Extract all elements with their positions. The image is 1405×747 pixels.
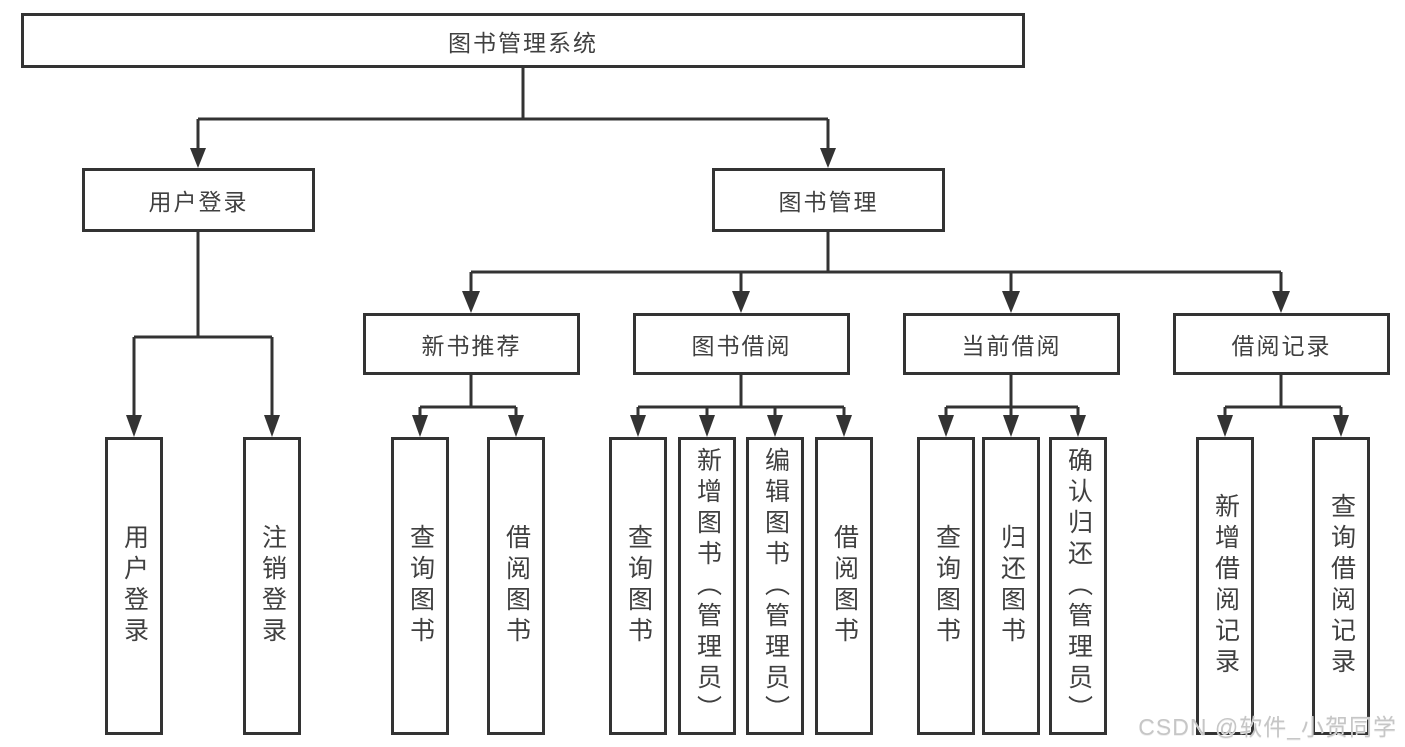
leaf-borrow-books: 借阅图书 <box>815 437 873 735</box>
node-new-book-recommendation: 新书推荐 <box>363 313 580 375</box>
node-label: 确认归还（管理员） <box>1064 446 1093 726</box>
leaf-return-books: 归还图书 <box>982 437 1040 735</box>
arrowhead <box>836 415 852 437</box>
arrowhead <box>1333 415 1349 437</box>
arrowhead <box>820 148 836 168</box>
node-book-borrowing: 图书借阅 <box>633 313 850 375</box>
node-label: 当前借阅 <box>961 333 1062 359</box>
leaf-logout: 注销登录 <box>243 437 301 735</box>
leaf-edit-books-admin: 编辑图书（管理员） <box>746 437 804 735</box>
arrowhead <box>699 415 715 437</box>
csdn-watermark: CSDN @软件_小贺同学 <box>1138 714 1397 740</box>
arrowhead <box>1272 291 1290 313</box>
node-current-borrowing: 当前借阅 <box>903 313 1120 375</box>
arrowhead <box>126 415 142 437</box>
arrowhead <box>264 415 280 437</box>
leaf-borrow-books: 借阅图书 <box>487 437 545 735</box>
leaf-query-books: 查询图书 <box>391 437 449 735</box>
node-label: 用户登录 <box>148 189 249 215</box>
arrowhead <box>190 148 206 168</box>
arrowhead <box>630 415 646 437</box>
arrowhead <box>508 415 524 437</box>
node-label: 查询借阅记录 <box>1327 493 1356 679</box>
arrowhead <box>1002 291 1020 313</box>
node-label: 图书管理 <box>778 189 879 215</box>
node-label: 图书管理系统 <box>448 29 598 56</box>
node-label: 查询图书 <box>406 524 435 648</box>
leaf-user-login: 用户登录 <box>105 437 163 735</box>
arrowhead <box>1070 415 1086 437</box>
arrowhead <box>938 415 954 437</box>
node-library-management-system: 图书管理系统 <box>21 13 1025 68</box>
leaf-add-books-admin: 新增图书（管理员） <box>678 437 736 735</box>
node-label: 图书借阅 <box>691 333 792 359</box>
node-label: 注销登录 <box>258 524 287 648</box>
node-label: 编辑图书（管理员） <box>761 446 790 726</box>
node-label: 借阅图书 <box>830 524 859 648</box>
leaf-confirm-return-admin: 确认归还（管理员） <box>1049 437 1107 735</box>
leaf-add-borrow-record: 新增借阅记录 <box>1196 437 1254 735</box>
node-label: 借阅图书 <box>502 524 531 648</box>
node-book-management-branch: 图书管理 <box>712 168 945 232</box>
leaf-query-borrow-record: 查询借阅记录 <box>1312 437 1370 735</box>
arrowhead <box>462 291 480 313</box>
arrowhead <box>767 415 783 437</box>
arrowhead <box>1217 415 1233 437</box>
node-label: 新增图书（管理员） <box>693 446 722 726</box>
node-label: 归还图书 <box>997 524 1026 648</box>
node-label: 新增借阅记录 <box>1211 493 1240 679</box>
node-label: 新书推荐 <box>421 333 522 359</box>
node-label: 用户登录 <box>120 524 149 648</box>
arrowhead <box>732 291 750 313</box>
node-label: 借阅记录 <box>1231 333 1332 359</box>
leaf-query-books: 查询图书 <box>917 437 975 735</box>
arrowhead <box>412 415 428 437</box>
node-user-login-branch: 用户登录 <box>82 168 315 232</box>
node-label: 查询图书 <box>932 524 961 648</box>
leaf-query-books: 查询图书 <box>609 437 667 735</box>
node-label: 查询图书 <box>624 524 653 648</box>
arrowhead <box>1003 415 1019 437</box>
node-borrowing-records: 借阅记录 <box>1173 313 1390 375</box>
